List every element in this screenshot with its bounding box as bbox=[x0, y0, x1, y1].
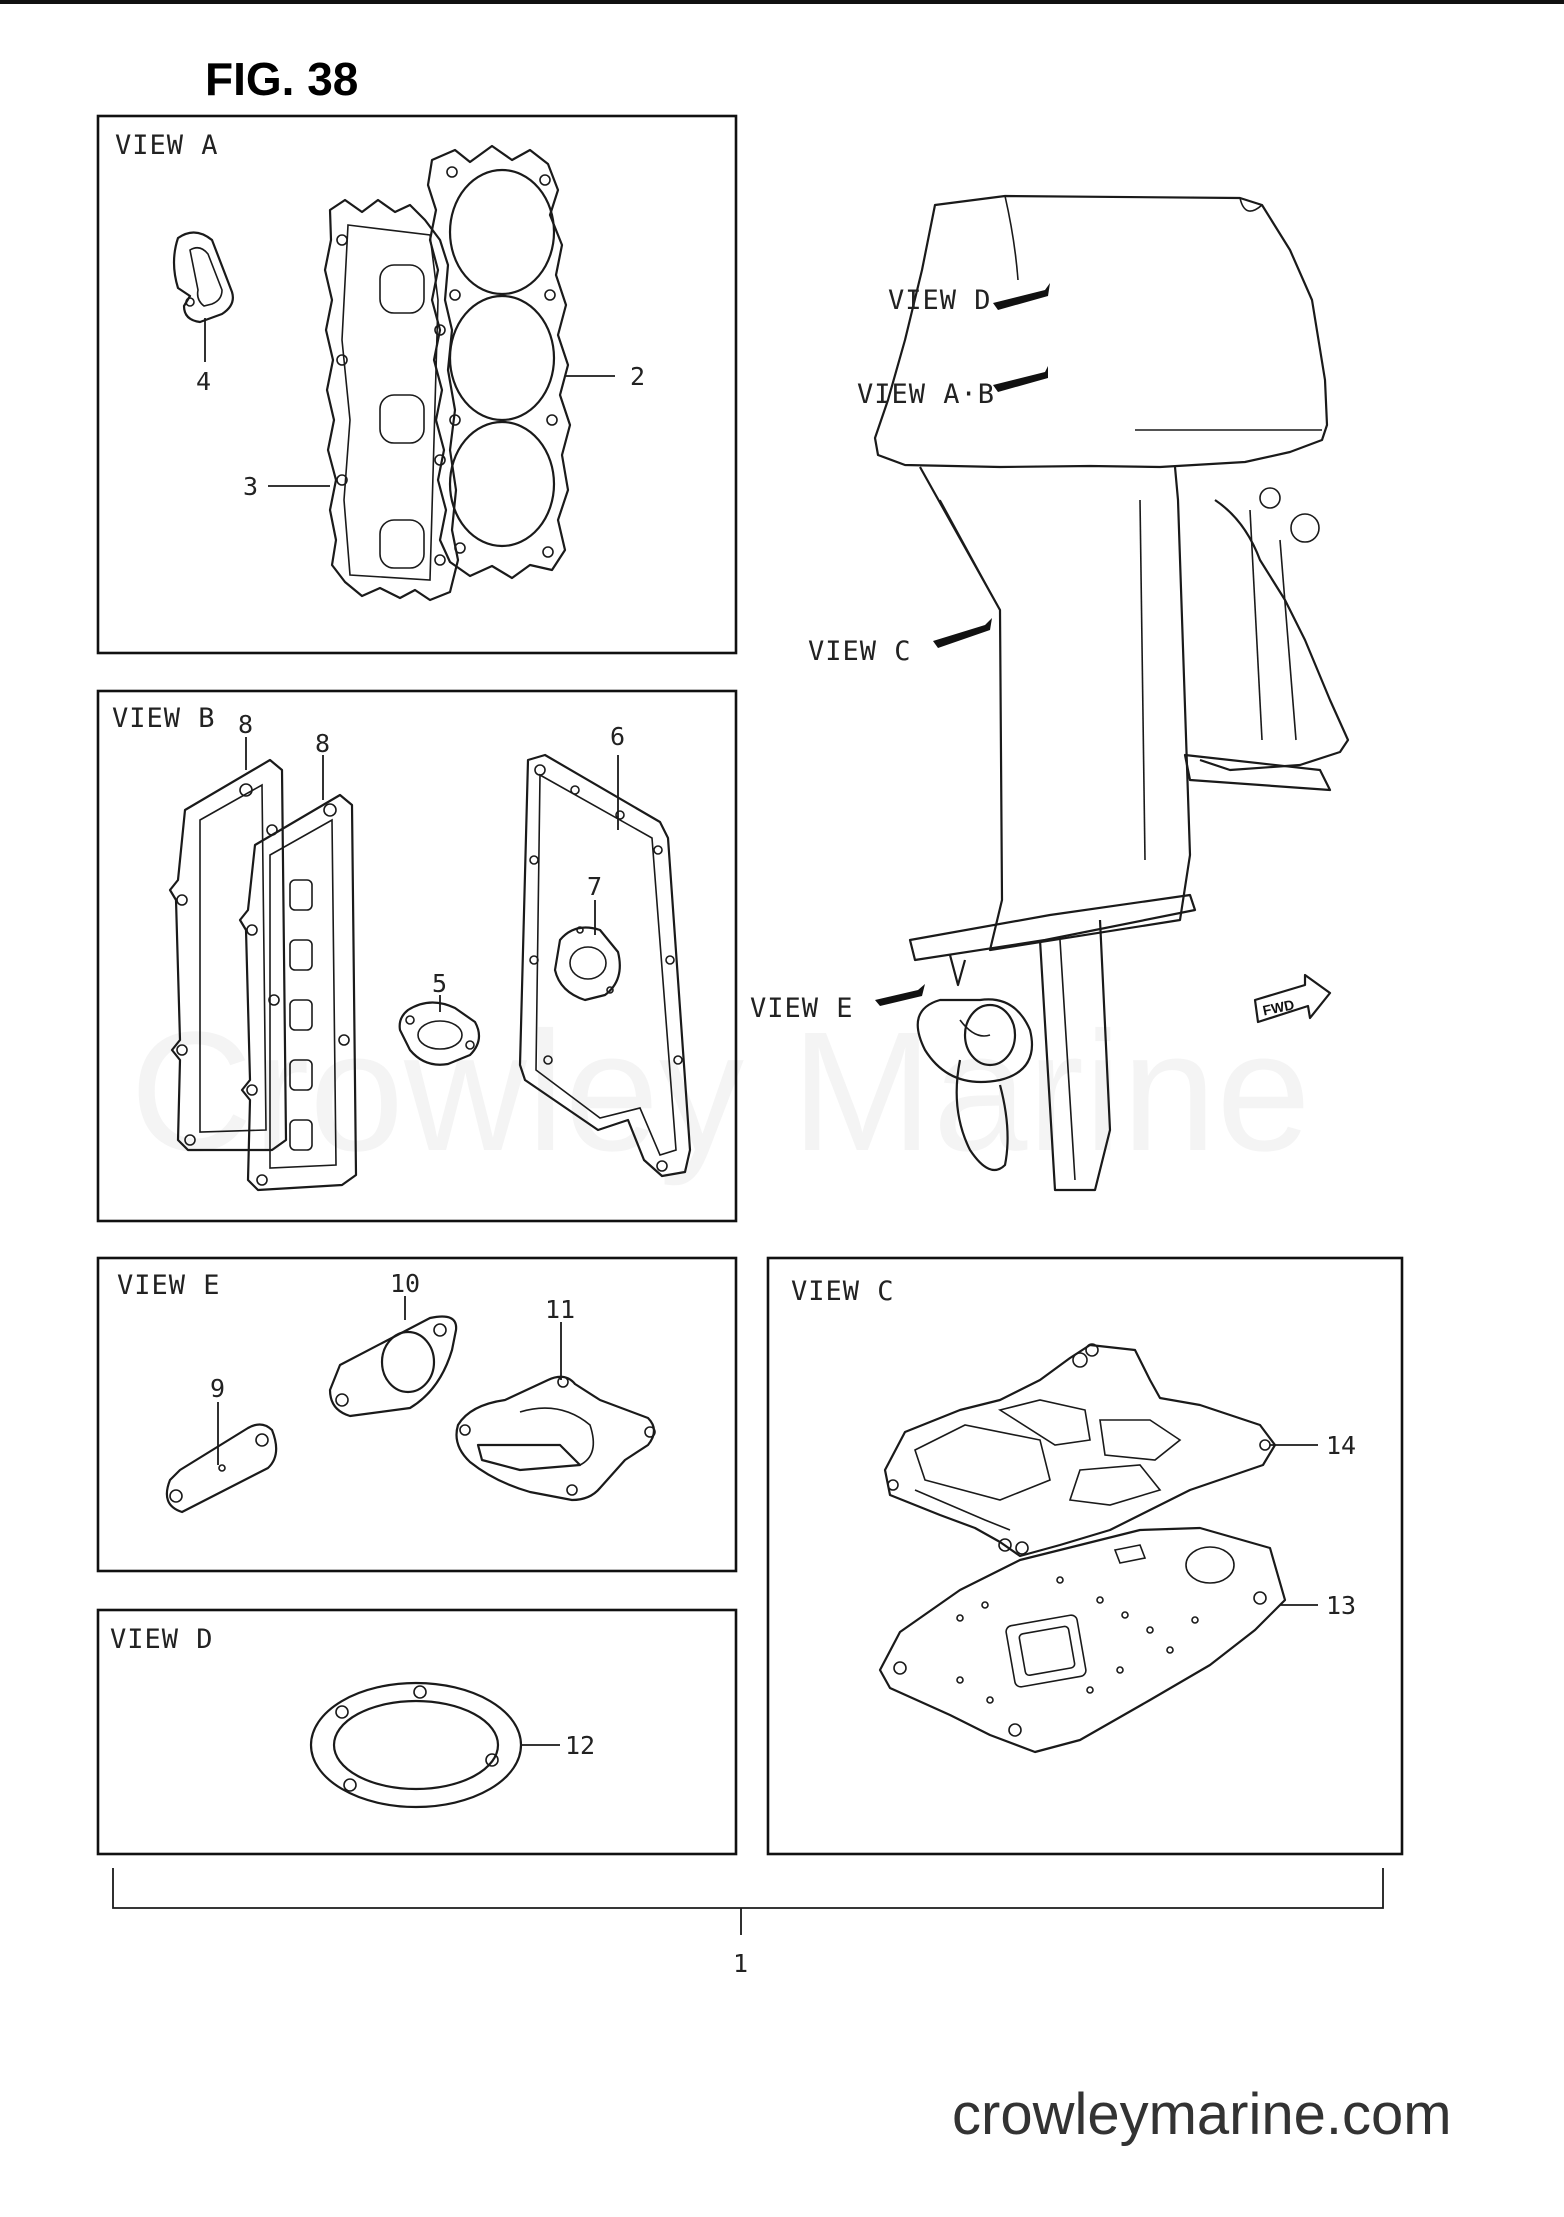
top-border bbox=[0, 0, 1564, 4]
view-a-frame bbox=[96, 114, 738, 655]
view-a-label: VIEW A bbox=[115, 130, 219, 161]
gasket-part-11 bbox=[455, 1375, 656, 1502]
callout-8a: 8 bbox=[238, 710, 253, 739]
callout-10: 10 bbox=[390, 1269, 420, 1298]
engine-label-view-e: VIEW E bbox=[750, 993, 854, 1024]
gasket-part-10 bbox=[328, 1315, 458, 1418]
fwd-text: FWD bbox=[1261, 996, 1296, 1018]
callout-13: 13 bbox=[1326, 1591, 1356, 1620]
view-e-frame bbox=[96, 1256, 738, 1573]
fwd-arrow-icon: FWD bbox=[1253, 973, 1332, 1024]
callout-7: 7 bbox=[587, 872, 602, 901]
pointer-arrow-view-ab bbox=[993, 366, 1048, 392]
callout-11: 11 bbox=[545, 1295, 575, 1324]
gasket-part-8-left bbox=[168, 758, 288, 1152]
gasket-part-13 bbox=[878, 1526, 1287, 1754]
view-d-frame bbox=[96, 1608, 738, 1856]
callout-1: 1 bbox=[733, 1949, 748, 1978]
outboard-engine-illustration: FWD VIEW D VIEW A·B VIEW C VIEW E bbox=[750, 194, 1350, 1192]
callout-4: 4 bbox=[196, 367, 211, 396]
callout-9: 9 bbox=[210, 1374, 225, 1403]
propeller bbox=[916, 998, 1034, 1172]
callout-14: 14 bbox=[1326, 1431, 1356, 1460]
view-c-label: VIEW C bbox=[791, 1276, 895, 1307]
view-e-panel: VIEW E 9 10 11 bbox=[96, 1256, 738, 1573]
engine-label-view-d: VIEW D bbox=[888, 285, 992, 316]
gasket-part-5 bbox=[398, 1001, 481, 1066]
gasket-part-14 bbox=[883, 1343, 1277, 1558]
callout-6: 6 bbox=[610, 722, 625, 751]
callout-8b: 8 bbox=[315, 729, 330, 758]
watermark-text: Crowley Marine bbox=[130, 997, 1311, 1187]
callout-12: 12 bbox=[565, 1731, 595, 1760]
view-b-panel: VIEW B bbox=[96, 689, 738, 1223]
gasket-part-6 bbox=[518, 753, 692, 1178]
pointer-arrow-view-d bbox=[993, 283, 1050, 310]
view-b-label: VIEW B bbox=[112, 703, 216, 734]
view-e-label: VIEW E bbox=[117, 1270, 221, 1301]
view-b-frame bbox=[96, 689, 738, 1223]
gasket-part-12 bbox=[309, 1681, 523, 1809]
gasket-part-2 bbox=[426, 144, 572, 580]
view-d-label: VIEW D bbox=[110, 1624, 214, 1655]
callout-3: 3 bbox=[243, 472, 258, 501]
gasket-part-7 bbox=[553, 926, 621, 1002]
pointer-arrow-view-c bbox=[933, 618, 992, 648]
figure-title: FIG. 38 bbox=[205, 53, 358, 105]
engine-label-view-c: VIEW C bbox=[808, 636, 912, 667]
gasket-part-4 bbox=[172, 231, 234, 324]
view-c-frame bbox=[766, 1256, 1404, 1856]
view-a-panel: VIEW A bbox=[96, 114, 738, 655]
callout-5: 5 bbox=[432, 969, 447, 998]
pointer-arrow-view-e bbox=[875, 984, 925, 1006]
gasket-part-9 bbox=[165, 1423, 278, 1514]
callout-2: 2 bbox=[630, 362, 645, 391]
website-label: crowleymarine.com bbox=[952, 2082, 1452, 2147]
kit-bracket-part-1: 1 bbox=[112, 1868, 1384, 1978]
engine-label-view-ab: VIEW A·B bbox=[857, 379, 995, 410]
view-c-panel: VIEW C bbox=[766, 1256, 1404, 1856]
gasket-part-8-right bbox=[238, 793, 358, 1192]
view-d-panel: VIEW D 12 bbox=[96, 1608, 738, 1856]
gasket-part-3 bbox=[323, 198, 460, 602]
